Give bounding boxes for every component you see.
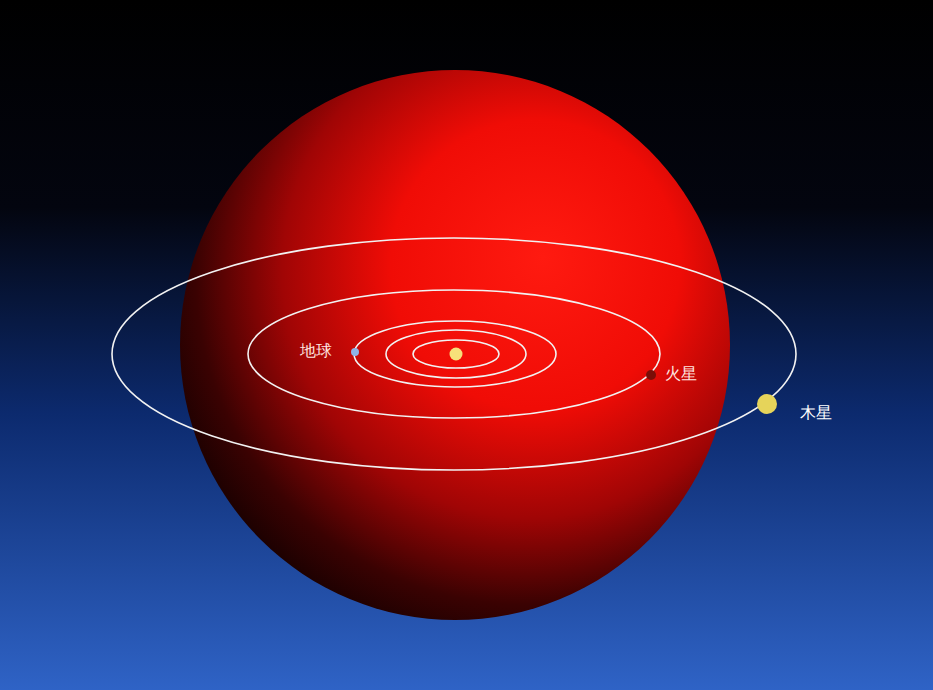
orbit (248, 290, 660, 418)
sun-dot (450, 348, 463, 361)
orbit (112, 238, 796, 470)
orbit (386, 330, 526, 378)
planet-label: 地球 (300, 341, 332, 361)
red-giant-star (180, 70, 730, 620)
planet-label: 火星 (665, 364, 697, 384)
orbit (413, 340, 499, 368)
orbits (112, 238, 796, 470)
orbit (354, 321, 556, 387)
planet-label: 木星 (800, 403, 832, 423)
jupiter-dot (757, 394, 777, 414)
earth-dot (351, 348, 359, 356)
mars-dot (646, 370, 656, 380)
